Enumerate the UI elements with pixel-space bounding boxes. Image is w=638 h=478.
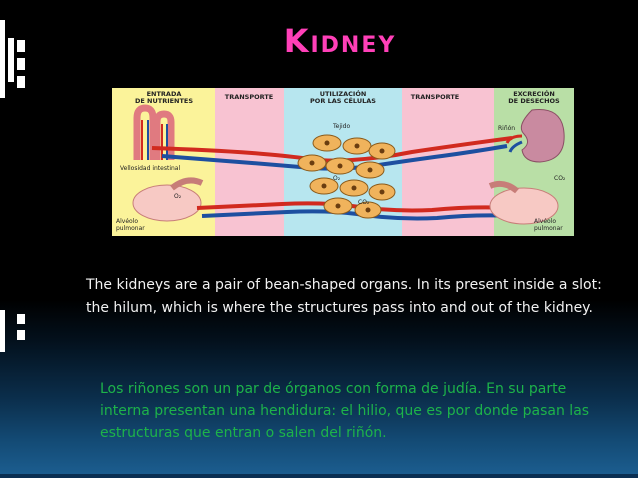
label-alveolo-right-line2: pulmonar xyxy=(534,225,563,232)
kidney-illustration xyxy=(505,108,565,163)
label-co2-cells: CO₂ xyxy=(358,199,370,206)
slide-title: Kidney xyxy=(283,22,397,60)
tissue-cells-cluster xyxy=(297,134,396,219)
bottom-accent-line xyxy=(0,474,638,478)
decorative-bars-bottom xyxy=(0,310,28,352)
header-utilizacion-line1: UTILIZACIÓN xyxy=(320,89,367,98)
header-entrada-line2: DE NUTRIENTES xyxy=(135,97,193,105)
label-vellosidad: Vellosidad intestinal xyxy=(120,165,180,172)
header-excrecion-line2: DE DESECHOS xyxy=(508,97,560,105)
label-o2-cells: O₂ xyxy=(333,175,341,182)
right-alveolus-illustration xyxy=(488,180,559,225)
left-alveolus-illustration xyxy=(132,177,204,222)
paragraph-english: The kidneys are a pair of bean-shaped or… xyxy=(86,277,602,316)
header-excrecion-line1: EXCRECIÓN xyxy=(513,89,555,98)
label-tejido: Tejido xyxy=(332,123,350,130)
label-co2-right: CO₂ xyxy=(554,175,566,182)
label-o2-left: O₂ xyxy=(174,193,182,200)
paragraph-spanish: Los riñones son un par de órganos con fo… xyxy=(100,381,590,441)
header-transporte-right: TRANSPORTE xyxy=(411,93,459,101)
header-transporte-left: TRANSPORTE xyxy=(225,93,273,101)
header-entrada-line1: ENTRADA xyxy=(147,90,182,98)
decorative-bars-top xyxy=(0,20,28,98)
label-rinon: Riñón xyxy=(498,125,515,132)
label-alveolo-right-line1: Alvéolo xyxy=(534,218,556,225)
label-alveolo-left-line2: pulmonar xyxy=(116,225,145,232)
nutrient-transport-diagram: ENTRADA DE NUTRIENTES TRANSPORTE UTILIZA… xyxy=(112,88,574,236)
upper-artery-vessel xyxy=(151,136,513,163)
intestinal-villus-illustration xyxy=(133,104,175,160)
header-utilizacion-line2: POR LAS CÉLULAS xyxy=(310,96,376,105)
label-alveolo-left-line1: Alvéolo xyxy=(116,218,138,225)
